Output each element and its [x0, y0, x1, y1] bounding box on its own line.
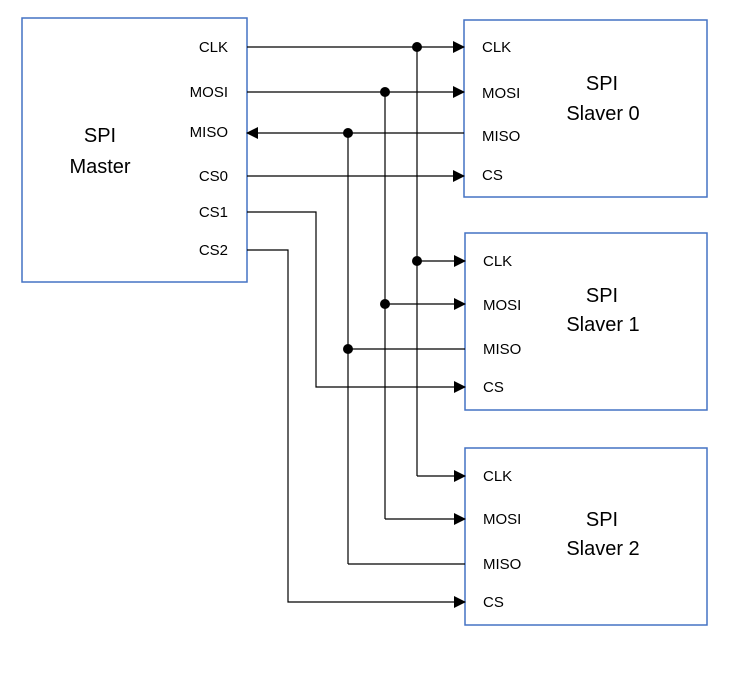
slave-1-pin-clk: CLK	[483, 253, 512, 270]
slave-2-pin-miso: MISO	[483, 556, 521, 573]
slave-0-pin-miso: MISO	[482, 128, 520, 145]
slave-0-box	[463, 19, 708, 198]
junction-dot	[380, 299, 390, 309]
slave-1-pin-mosi: MOSI	[483, 297, 521, 314]
slave-2-pin-mosi: MOSI	[483, 511, 521, 528]
slave-1-box	[464, 232, 708, 411]
slave-0-title-2: Slaver 0	[566, 103, 639, 125]
master-pin-miso: MISO	[190, 124, 228, 141]
slave-2-title-2: Slaver 2	[566, 538, 639, 560]
slave-1-title-1: SPI	[586, 285, 618, 307]
slave-2-box	[464, 447, 708, 626]
master-pin-mosi: MOSI	[190, 84, 228, 101]
master-pin-cs2: CS2	[199, 242, 228, 259]
master-title-2: Master	[69, 156, 130, 178]
junction-dot	[380, 87, 390, 97]
slave-0-pin-cs: CS	[482, 167, 503, 184]
slave-0-pin-mosi: MOSI	[482, 85, 520, 102]
master-pin-clk: CLK	[199, 39, 228, 56]
junction-dot	[412, 256, 422, 266]
slave-0-pin-clk: CLK	[482, 39, 511, 56]
slave-0-title-1: SPI	[586, 73, 618, 95]
slave-2-pin-cs: CS	[483, 594, 504, 611]
junction-dot	[343, 344, 353, 354]
wire-cs2	[247, 249, 466, 608]
master-title-1: SPI	[84, 125, 116, 147]
slave-1-pin-miso: MISO	[483, 341, 521, 358]
slave-2-pin-clk: CLK	[483, 468, 512, 485]
slave-2-title-1: SPI	[586, 509, 618, 531]
junction-dot	[412, 42, 422, 52]
slave-1-pin-cs: CS	[483, 379, 504, 396]
slave-1-title-2: Slaver 1	[566, 314, 639, 336]
master-pin-cs0: CS0	[199, 168, 228, 185]
master-pin-cs1: CS1	[199, 204, 228, 221]
junction-dot	[343, 128, 353, 138]
wire-cs1	[247, 211, 466, 393]
master-box	[21, 17, 248, 283]
